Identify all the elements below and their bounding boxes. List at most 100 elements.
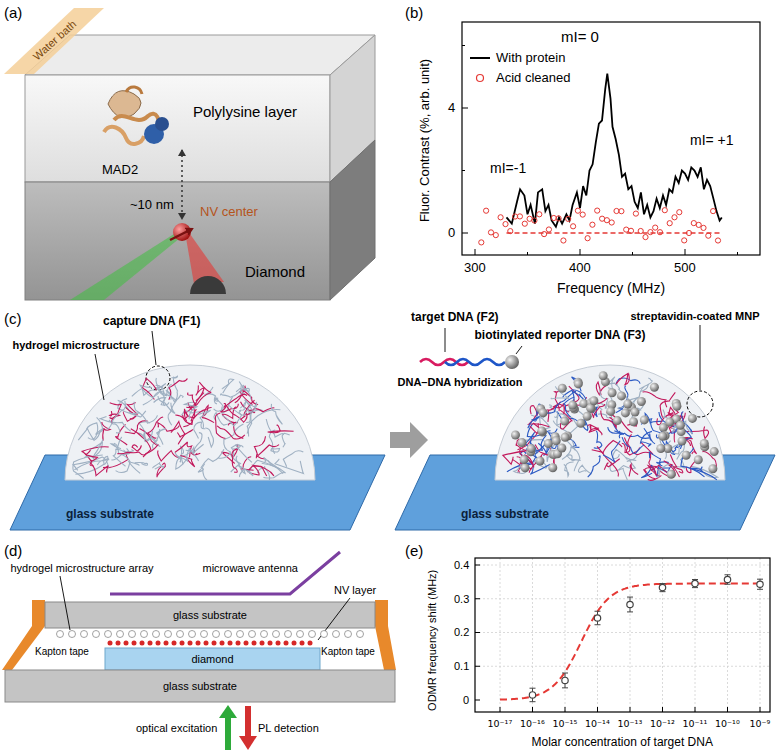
hydrogel-dot bbox=[117, 631, 124, 638]
panel-b-axes bbox=[462, 22, 760, 255]
hydrogel-dot bbox=[105, 631, 112, 638]
diamond-front bbox=[25, 182, 330, 300]
nv-dot bbox=[148, 641, 153, 646]
kapton-tape bbox=[2, 600, 45, 670]
data-point bbox=[757, 581, 763, 587]
hydrogel-dot bbox=[345, 631, 352, 638]
hydrogel-dot bbox=[213, 631, 220, 638]
hydrogel-dot bbox=[69, 631, 76, 638]
tick-label: 10⁻¹¹ bbox=[683, 719, 708, 730]
data-point bbox=[594, 615, 600, 621]
mnp-bead bbox=[623, 400, 632, 409]
tick-label: 10⁻¹⁵ bbox=[553, 719, 578, 730]
tick-label: 10⁻¹⁰ bbox=[715, 719, 740, 730]
nv-dot bbox=[220, 641, 225, 646]
hydrogel-dot bbox=[357, 631, 364, 638]
control-data-point bbox=[498, 215, 503, 220]
panel-letter: (a) bbox=[4, 4, 22, 21]
legend-text: With protein bbox=[496, 51, 565, 66]
control-data-point bbox=[542, 232, 547, 237]
hydrogel-strand bbox=[622, 434, 632, 452]
callout-label: hydrogel microstructure bbox=[13, 339, 140, 352]
mnp-bead bbox=[518, 438, 527, 447]
hydrogel-strand bbox=[604, 383, 630, 401]
nv-dot bbox=[188, 641, 193, 646]
hydrogel-strand bbox=[608, 427, 624, 438]
control-data-point bbox=[657, 230, 662, 235]
hydrogel-strand bbox=[203, 405, 215, 422]
control-data-point bbox=[696, 222, 701, 227]
hydrogel-strand bbox=[564, 462, 574, 476]
hydrogel-dot bbox=[57, 631, 64, 638]
hydrogel-strand bbox=[73, 455, 103, 479]
baseline-dashed bbox=[507, 232, 722, 233]
hydrogel-dome bbox=[495, 365, 725, 480]
hydrogel-strand bbox=[640, 378, 652, 392]
callout-label: target DNA (F2) bbox=[411, 311, 499, 325]
mnp-bead bbox=[708, 464, 717, 473]
sigmoid-fit bbox=[500, 584, 760, 700]
mnp-bead bbox=[521, 463, 530, 472]
hydrogel-strand bbox=[681, 448, 705, 477]
node-label: diamond bbox=[191, 653, 233, 666]
mnp-bead bbox=[678, 437, 687, 446]
hydrogel-dot bbox=[189, 631, 196, 638]
hydrogel-strand bbox=[177, 430, 192, 437]
grid-lines bbox=[475, 558, 770, 712]
callout-label: streptavidin-coated MNP bbox=[631, 310, 760, 323]
hydrogel-strand bbox=[222, 379, 233, 393]
mnp-bead bbox=[631, 408, 640, 417]
tick-label: 0.2 bbox=[454, 626, 469, 639]
mnp-bead bbox=[688, 414, 697, 423]
control-data-point bbox=[580, 212, 585, 217]
tick-label: 0.3 bbox=[454, 593, 469, 606]
control-data-point bbox=[662, 208, 667, 213]
mnp-bead bbox=[558, 384, 567, 393]
hydrogel-strand bbox=[268, 425, 294, 433]
hydrogel-strand bbox=[282, 433, 290, 447]
hydrogel-dot bbox=[261, 631, 268, 638]
hydrogel-strand bbox=[117, 452, 145, 455]
tick-label: 10⁻¹⁴ bbox=[585, 719, 610, 730]
control-data-point bbox=[628, 228, 633, 233]
hydrogel-strand bbox=[198, 410, 211, 428]
control-data-point bbox=[701, 225, 706, 230]
dna-strand bbox=[445, 359, 505, 365]
error-bar bbox=[595, 611, 601, 625]
mnp-bead bbox=[606, 407, 615, 416]
diamond-side bbox=[330, 140, 375, 300]
mnp-bead bbox=[520, 455, 529, 464]
control-data-point bbox=[566, 216, 571, 221]
hydrogel-strand bbox=[283, 451, 303, 467]
data-point bbox=[627, 601, 633, 607]
tick-label: 4 bbox=[448, 101, 455, 116]
hydrogel-strand bbox=[649, 452, 662, 466]
mnp-bead bbox=[613, 416, 622, 425]
hydrogel-strand bbox=[231, 445, 240, 457]
control-data-point bbox=[522, 221, 527, 226]
hydrogel-dome bbox=[65, 365, 315, 480]
dashed-callout-circle bbox=[687, 391, 713, 417]
mnp-bead bbox=[589, 396, 598, 405]
panel-a-art bbox=[4, 8, 375, 300]
mnp-bead bbox=[667, 470, 676, 479]
protein-body bbox=[108, 91, 141, 118]
nv-dot bbox=[204, 641, 209, 646]
mnp-bead bbox=[700, 439, 709, 448]
hydrogel-strand bbox=[626, 455, 637, 461]
mnp-bead bbox=[640, 415, 649, 424]
excitation-arrow bbox=[225, 716, 231, 750]
hydrogel-strand bbox=[588, 425, 600, 430]
nv-dot bbox=[132, 641, 137, 646]
hydrogel-strand bbox=[567, 455, 581, 461]
data-point bbox=[692, 580, 698, 586]
hydrogel-dot bbox=[285, 631, 292, 638]
mnp-bead bbox=[536, 457, 545, 466]
nv-dot bbox=[108, 641, 113, 646]
hydrogel-strand bbox=[629, 464, 638, 476]
mnp-bead bbox=[650, 383, 659, 392]
mnp-bead bbox=[694, 455, 703, 464]
mnp-bead bbox=[656, 444, 665, 453]
control-data-point bbox=[672, 215, 677, 220]
node-label: glass substrate bbox=[461, 508, 549, 522]
